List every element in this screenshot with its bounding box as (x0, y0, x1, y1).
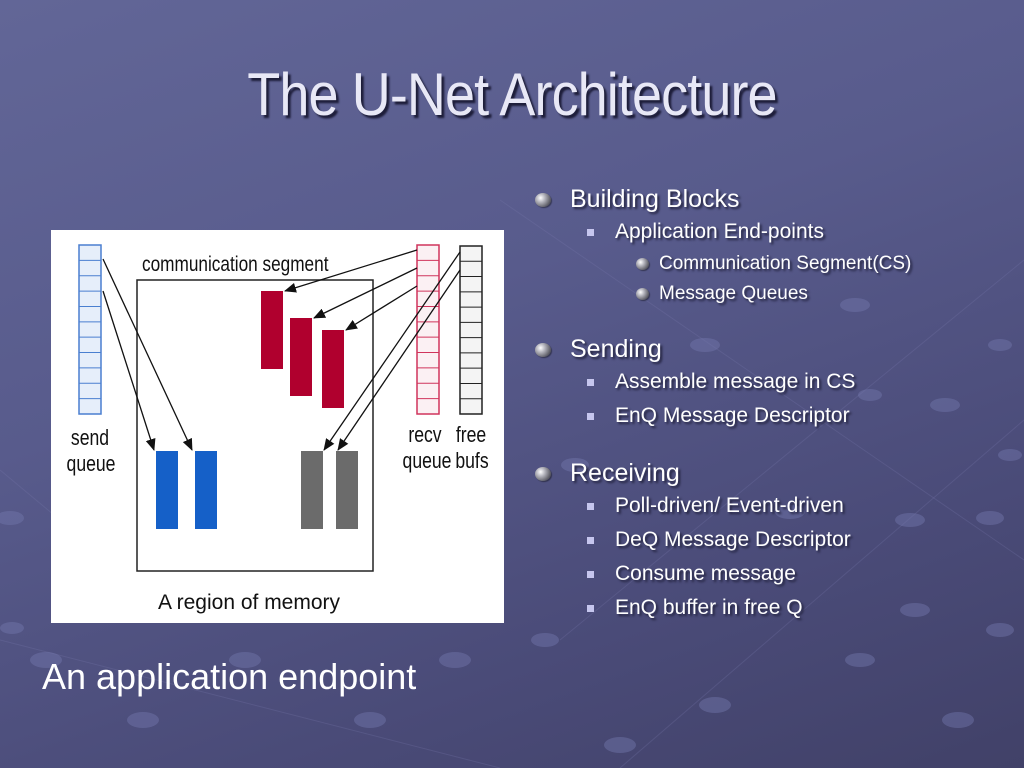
queue-frame (78, 244, 102, 415)
recv-queue-label-line1: recv (408, 423, 441, 447)
bullet-text: EnQ buffer in free Q (615, 596, 803, 619)
arrow-send-to-buffer-1 (102, 290, 156, 451)
diagram-caption: An application endpoint (42, 656, 417, 697)
arrow-recv-to-buffer-2 (313, 267, 418, 319)
arrow-free-to-buffer-2 (337, 269, 461, 451)
recv-buffer-2 (290, 318, 312, 396)
bullet-building-blocks: Building Blocks (533, 183, 1013, 215)
architecture-diagram: communication segment send q (51, 230, 504, 623)
sphere-bullet-icon (636, 288, 649, 300)
bullet-text: Poll-driven/ Event-driven (615, 494, 844, 517)
square-bullet-icon (587, 379, 594, 386)
bullet-enq-buffer: EnQ buffer in free Q (533, 591, 1013, 625)
bullet-list: Building Blocks Application End-points C… (533, 183, 1013, 625)
diagram-svg: communication segment send q (67, 244, 489, 614)
bullet-deq-descriptor: DeQ Message Descriptor (533, 523, 1013, 557)
bullet-consume-message: Consume message (533, 557, 1013, 591)
bullet-text: EnQ Message Descriptor (615, 404, 850, 427)
bullet-text: Message Queues (659, 283, 808, 304)
recv-queue (416, 244, 440, 415)
square-bullet-icon (587, 503, 594, 510)
queue-frame (459, 245, 483, 415)
square-bullet-icon (587, 571, 594, 578)
bullet-assemble-message: Assemble message in CS (533, 365, 1013, 399)
arrow-send-to-buffer-2 (102, 258, 193, 451)
bullet-receiving: Receiving (533, 457, 1013, 489)
queue-frame (416, 244, 440, 415)
sphere-bullet-icon (535, 193, 551, 207)
bullet-application-endpoints: Application End-points (533, 215, 1013, 249)
free-bufs-label-line1: free (456, 423, 486, 447)
bullet-text: Assemble message in CS (615, 370, 856, 393)
arrow-free-to-buffer-1 (323, 251, 461, 451)
bullet-text: Communication Segment(CS) (659, 253, 912, 274)
square-bullet-icon (587, 413, 594, 420)
square-bullet-icon (587, 229, 594, 236)
recv-buffer-1 (261, 291, 283, 369)
arrow-recv-to-buffer-1 (284, 249, 418, 293)
bullet-sending: Sending (533, 333, 1013, 365)
free-buffer-1 (301, 451, 323, 529)
bullet-text: Building Blocks (570, 185, 740, 213)
recv-buffer-3 (322, 330, 344, 408)
bullet-message-queues: Message Queues (533, 279, 1013, 309)
communication-segment-box (136, 279, 374, 572)
arrow-recv-to-buffer-3 (345, 285, 418, 331)
bullet-text: Sending (570, 335, 662, 363)
sphere-bullet-icon (535, 343, 551, 357)
bullet-text: Consume message (615, 562, 796, 585)
segment-label: communication segment (142, 254, 329, 277)
free-buffers-queue (459, 245, 483, 415)
send-queue (78, 244, 102, 415)
sphere-bullet-icon (636, 258, 649, 270)
free-buffer-2 (336, 451, 358, 529)
bullet-enq-descriptor: EnQ Message Descriptor (533, 399, 1013, 433)
bullet-text: Receiving (570, 459, 680, 487)
send-buffer-2 (195, 451, 217, 529)
send-queue-label-line1: send (71, 426, 109, 450)
square-bullet-icon (587, 605, 594, 612)
slide-title: The U-Net Architecture (247, 61, 777, 128)
bullet-text: DeQ Message Descriptor (615, 528, 851, 551)
send-buffer-1 (156, 451, 178, 529)
square-bullet-icon (587, 537, 594, 544)
sphere-bullet-icon (535, 467, 551, 481)
bullet-text: Application End-points (615, 220, 824, 243)
free-bufs-label-line2: bufs (455, 449, 488, 473)
region-label: A region of memory (158, 591, 341, 614)
bullet-poll-event-driven: Poll-driven/ Event-driven (533, 489, 1013, 523)
recv-queue-label-line2: queue (403, 449, 452, 473)
send-queue-label-line2: queue (67, 452, 116, 476)
bullet-communication-segment: Communication Segment(CS) (533, 249, 1013, 279)
